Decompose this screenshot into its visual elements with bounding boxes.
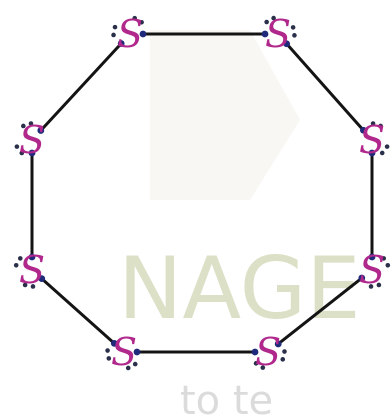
lone-pair-electron <box>253 361 259 366</box>
lone-pair-electron <box>139 19 144 25</box>
bonding-electron <box>261 30 269 38</box>
bonding-electron <box>28 253 36 261</box>
lone-pair-electron <box>260 365 266 370</box>
lone-pair-electron <box>280 357 286 362</box>
watermark-tagline: to te <box>180 378 273 416</box>
lone-pair-electron <box>22 282 28 288</box>
lone-pair-electron <box>17 256 23 261</box>
electron-dots <box>13 15 391 371</box>
lone-pair-electron <box>292 33 297 38</box>
lone-pair-electron <box>376 282 382 288</box>
bonding-electron <box>359 126 367 134</box>
bonding-electron <box>251 348 259 356</box>
lone-pair-electron <box>379 150 385 156</box>
bond-line-4 <box>279 278 361 344</box>
lone-pair-electron <box>271 15 276 21</box>
lone-pair-electron <box>378 123 383 129</box>
lone-pair-electron <box>125 365 131 371</box>
lone-pair-electron <box>14 144 20 149</box>
sulfur-atom-label: S <box>359 248 385 292</box>
watermark: NAGE to te <box>118 30 361 416</box>
bonding-electron <box>358 274 366 282</box>
lone-pair-electron <box>21 123 26 129</box>
bonding-electron <box>139 30 147 38</box>
lone-pair-electron <box>28 121 34 126</box>
bond-lines <box>30 32 374 354</box>
lone-pair-electron <box>30 284 36 289</box>
bonding-electron <box>368 253 376 261</box>
sulfur-atom-label: S <box>117 12 143 56</box>
bonding-electron <box>368 149 376 157</box>
sulfur-atom-label: S <box>19 118 45 162</box>
bonding-electron <box>110 339 118 347</box>
lone-pair-electron <box>111 32 116 38</box>
watermark-logo-shape <box>150 30 300 200</box>
lone-pair-electron <box>112 24 118 30</box>
bonding-electron <box>274 340 282 348</box>
sulfur-atom-label: S <box>265 12 291 56</box>
lone-pair-electron <box>290 25 296 30</box>
bonding-electron <box>117 40 125 47</box>
lone-pair-electron <box>384 144 390 149</box>
lone-pair-electron <box>282 349 287 354</box>
sulfur-atoms: S S S S S S S S <box>19 12 385 374</box>
lone-pair-electron <box>368 284 374 289</box>
sulfur-atom-label: S <box>255 330 281 374</box>
sulfur-atom-label: S <box>19 248 45 292</box>
lone-pair-electron <box>385 262 391 268</box>
bonding-electron <box>37 127 45 134</box>
bonding-electron <box>283 40 291 48</box>
lone-pair-electron <box>19 150 25 156</box>
sulfur-atom-label: S <box>111 330 137 374</box>
sulfur-atom-label: S <box>359 118 385 162</box>
lone-pair-electron <box>381 256 387 261</box>
bonding-electron <box>38 275 46 283</box>
bond-line-2 <box>287 44 363 130</box>
lone-pair-electron <box>370 121 376 126</box>
watermark-brand: NAGE <box>118 239 361 339</box>
bond-line-8 <box>41 44 121 130</box>
lone-pair-electron <box>132 361 138 367</box>
lone-pair-electron <box>13 262 19 268</box>
lone-pair-electron <box>264 19 269 25</box>
lone-pair-electron <box>132 15 138 21</box>
lone-pair-electron <box>105 348 110 353</box>
bonding-electron <box>28 149 36 157</box>
lone-pair-electron <box>106 356 112 361</box>
bond-line-6 <box>42 279 114 343</box>
bonding-electron <box>133 348 141 356</box>
